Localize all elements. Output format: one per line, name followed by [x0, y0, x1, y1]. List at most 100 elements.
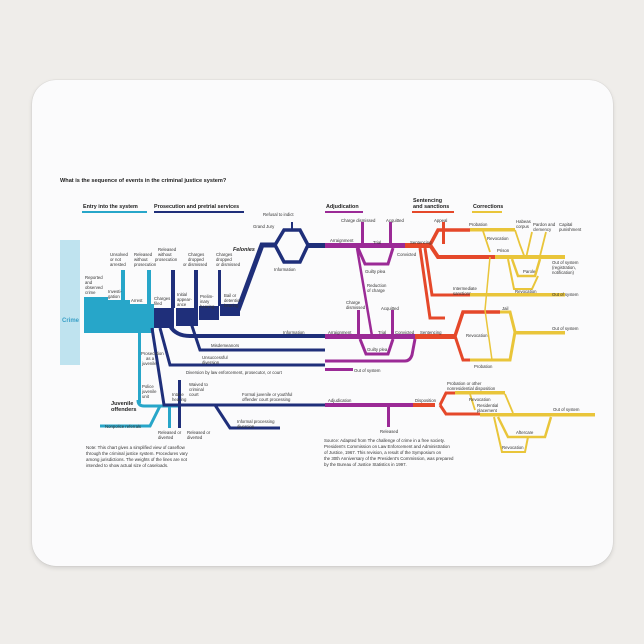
label-aftercare: Aftercare [516, 430, 534, 435]
label-acquitted-top: Acquitted [386, 218, 405, 223]
felony-to-arraignment [308, 243, 325, 248]
informal-path [213, 404, 280, 430]
unsuccessful-diversion-path [188, 319, 325, 352]
label-jail: Jail [502, 306, 508, 311]
disposition-bar [413, 403, 435, 407]
juvenile-route [136, 399, 180, 408]
label-parole: Parole [523, 269, 536, 274]
acquitted-exit [389, 222, 392, 244]
intermediate-bar [470, 293, 565, 297]
pardon-path [525, 231, 533, 259]
waived-path [150, 327, 325, 407]
to-intermediate-path [423, 247, 470, 297]
label-guilty-plea-mid: Guilty plea [367, 347, 388, 352]
released-diverted-1 [168, 406, 171, 428]
juvenile-path [138, 333, 141, 403]
charges-filed-bar [154, 308, 174, 328]
section-adjudication: Adjudication [326, 204, 359, 210]
capital-path [539, 231, 547, 257]
section-entry: Entry into the system [83, 204, 138, 210]
probation-bar [470, 228, 515, 232]
label-juvenile-adjudication: Adjudication [328, 398, 352, 403]
section-adjudication-underline [325, 211, 363, 213]
section-sentencing-underline [412, 211, 454, 213]
label-probation: Probation [469, 222, 488, 227]
section-prosecution-underline [154, 211, 244, 213]
charge-dismissed-exit-2 [357, 310, 360, 335]
grand-jury-loop [272, 228, 310, 264]
released-no-pros-exit [171, 270, 175, 308]
revocation-3-path [484, 256, 493, 361]
section-entry-underline [82, 211, 147, 213]
initial-appearance-bar [176, 308, 198, 326]
arrest-bar [130, 304, 154, 333]
label-information-mid: Information [283, 330, 305, 335]
arraignment-top-bar [325, 243, 405, 248]
chart-title: What is the sequence of events in the cr… [60, 178, 227, 184]
label-arraignment-top: Arraignment [330, 238, 354, 243]
label-convicted-mid: Convicted [395, 330, 415, 335]
label-revocation-2: Revocation [515, 289, 537, 294]
label-prison: Prison [497, 248, 510, 253]
diversion-to-sentencing [325, 338, 417, 363]
label-arraignment-mid: Arraignment [328, 330, 352, 335]
arraignment-mid-bar [325, 334, 415, 339]
appeal-exit [442, 222, 445, 244]
charges-dropped-exit-2 [218, 270, 221, 306]
label-charge-dismissed: Charge dismissed [341, 218, 376, 223]
note-text: Note: This chart gives a simplified view… [86, 445, 189, 468]
label-nonpolice: Nonpolice referrals [105, 424, 141, 429]
section-corrections-underline [472, 211, 502, 213]
parole-loop [510, 258, 542, 278]
label-juv-out: Out of system [553, 407, 580, 412]
jail-out-bar [515, 331, 565, 335]
crime-bar [60, 240, 80, 365]
charges-dropped-exit-1 [194, 270, 198, 308]
label-arrest: Arrest [131, 298, 143, 303]
sentencing-top-bar [405, 243, 430, 248]
section-prosecution: Prosecution and pretrial services [154, 204, 239, 210]
section-sentencing-line2: and sanctions [413, 204, 449, 210]
to-prison-path [428, 243, 495, 259]
label-convicted-top: Convicted [397, 252, 417, 257]
revocation-2-loop [507, 258, 539, 290]
label-juv-revocation-1: Revocation [469, 397, 491, 402]
investigation-bar [108, 300, 130, 333]
felony-path [235, 242, 275, 311]
reduction-path [355, 247, 374, 337]
label-disposition: Disposition [415, 398, 437, 403]
label-out-reg: Out of system(registration,notification) [552, 260, 579, 275]
label-diversion: Diversion by law enforcement, prosecutor… [186, 370, 283, 375]
label-refusal: Refusal to indict [263, 212, 294, 217]
revocation-1-path [482, 230, 491, 253]
section-corrections: Corrections [473, 204, 503, 210]
label-revocation-sent: Revocation [466, 333, 488, 338]
label-felonies: Felonies [233, 247, 255, 253]
released-exit [147, 270, 151, 304]
acquitted-exit-2 [391, 310, 394, 335]
label-grand-jury: Grand Jury [253, 224, 275, 229]
label-appeal: Appeal [434, 218, 447, 223]
source-text: Source: Adapted from The challenge of cr… [324, 438, 455, 467]
label-guilty-plea-top: Guilty plea [365, 269, 386, 274]
preliminary-hearing-bar [199, 306, 219, 320]
label-trial-mid: Trial [378, 330, 386, 335]
nonpolice-route [100, 405, 162, 428]
